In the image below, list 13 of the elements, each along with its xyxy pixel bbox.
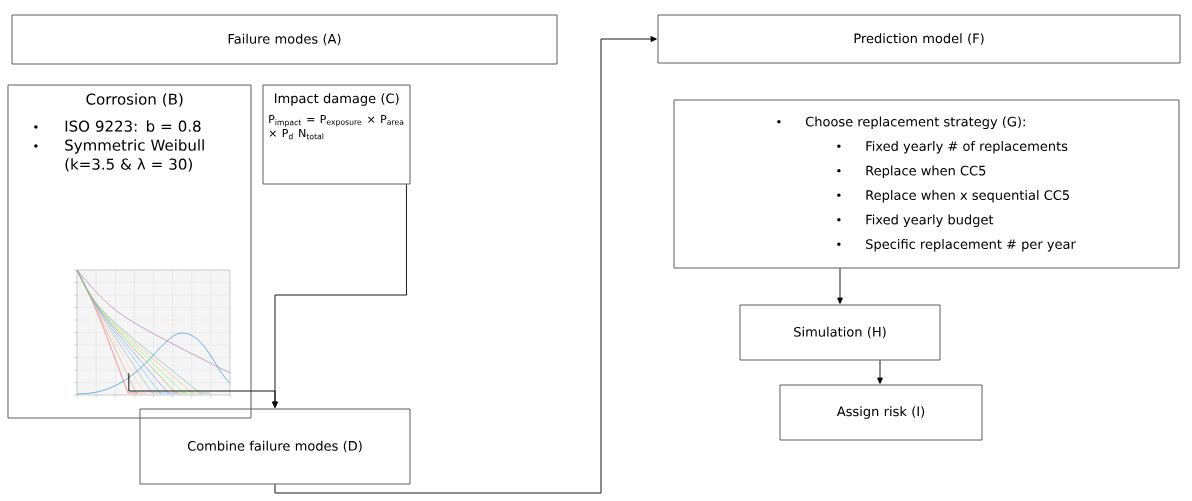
process-box: Combine failure modes (D) bbox=[139, 408, 411, 485]
line-chart-drawing bbox=[73, 269, 231, 399]
process-box: Simulation (H) bbox=[739, 304, 941, 361]
panel-box: Impact damage (C) P$_{impact}$ = P$_{exposure}$ × P$_{area}$ × P$_{d}$ N$_{total}$ bbox=[262, 84, 411, 185]
process-box: Assign risk (I) bbox=[779, 384, 983, 441]
panel-box: Corrosion (B) ISO 9223: b = 0.8 Symmetric Weibull (k=3.5 & λ = 30) bbox=[7, 84, 252, 419]
connector-arrow bbox=[274, 36, 657, 494]
heading-box: Prediction model (F) bbox=[657, 14, 1181, 64]
connector-arrow bbox=[128, 372, 278, 408]
list-box: Choose replacement strategy (G): Fixed yearly # of replacements Replace when CC5 Replace when x sequential CC5 Fixed yearly budget Specific replacement # per year bbox=[673, 99, 1180, 269]
connector-arrow bbox=[877, 360, 883, 384]
connector-arrow bbox=[837, 268, 843, 304]
heading-box: Failure modes (A) bbox=[11, 14, 558, 65]
